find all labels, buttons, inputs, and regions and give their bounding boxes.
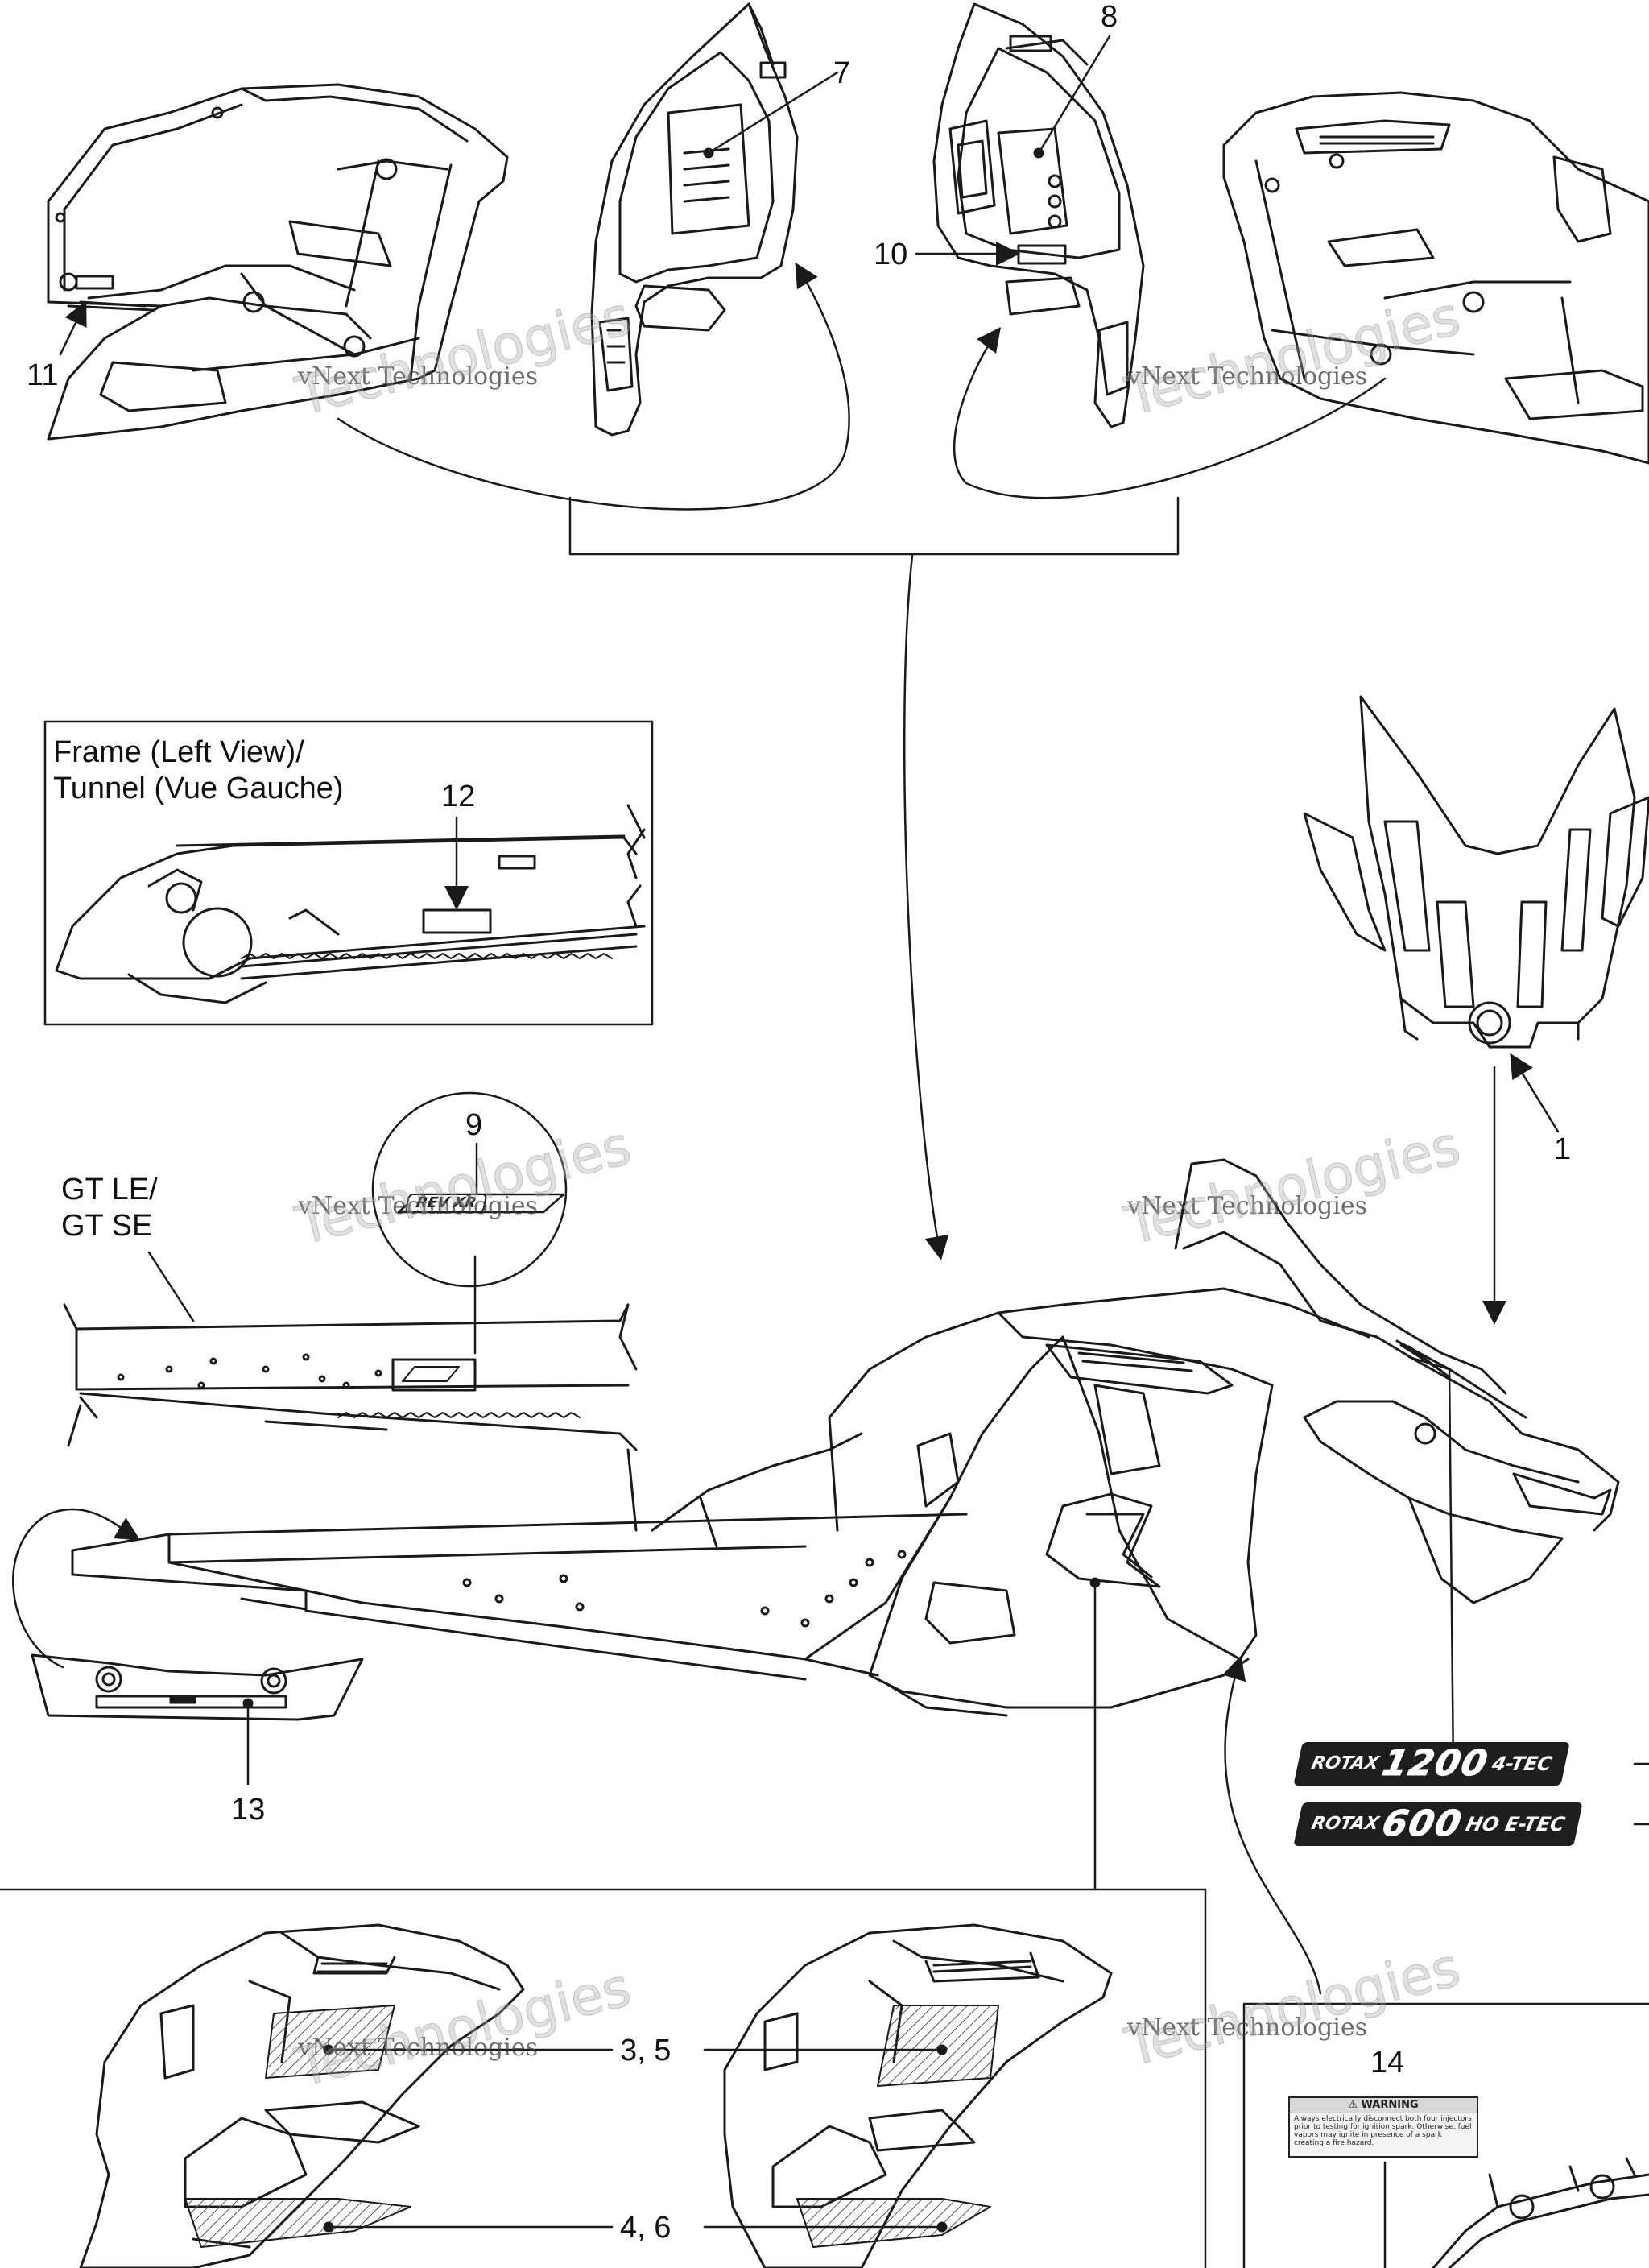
engine-decal-1200-suffix: 4-TEC	[1490, 1753, 1555, 1775]
frame-tunnel-drawing	[55, 804, 646, 1004]
callout-10: 10	[874, 238, 908, 271]
bottom-right-panel	[723, 1923, 1113, 2268]
top-left-side-panel	[47, 83, 509, 441]
snowmobile-main-drawing	[71, 1158, 1620, 1717]
engine-decal-600-prefix: ROTAX	[1309, 1814, 1381, 1834]
model-label-line2: GT SE	[61, 1208, 153, 1243]
leader-8	[1037, 35, 1111, 155]
leader-7	[707, 71, 839, 155]
gt-tunnel-drawing	[63, 1303, 638, 1451]
callout-8: 8	[1101, 0, 1118, 34]
engine-decal-600-suffix: HO E-TEC	[1463, 1813, 1567, 1836]
engine-decal-600: ROTAX 600 HO E-TEC	[1293, 1802, 1583, 1846]
leader-1	[1510, 1053, 1560, 1133]
frame-view-title-line2: Tunnel (Vue Gauche)	[53, 771, 344, 805]
detail-circle-9	[371, 1091, 568, 1288]
decal-9: REV XR	[404, 1194, 488, 1213]
leader-curve-left	[337, 262, 850, 511]
leader-11	[59, 300, 87, 356]
model-label: GT LE/ GT SE	[61, 1172, 158, 1244]
leader-engine-decal	[1407, 1355, 1455, 1773]
callout-12: 12	[441, 780, 476, 813]
callout-4-6: 4, 6	[620, 2211, 672, 2245]
warning-label-heading: ⚠ WARNING	[1290, 2098, 1477, 2114]
leader-curve-right	[953, 326, 1387, 499]
fuel-rail-drawing	[1432, 2157, 1649, 2268]
top-inner-panel-left	[590, 2, 799, 437]
callout-7: 7	[833, 56, 851, 90]
bottom-box-frame	[0, 1888, 1207, 2268]
group-bracket	[568, 496, 1180, 556]
leader-gtle	[147, 1251, 195, 1322]
decal-9-text: REV XR	[414, 1194, 478, 1211]
callout-9: 9	[465, 1108, 483, 1142]
callout-13: 13	[231, 1793, 266, 1827]
frame-view-title-line1: Frame (Left View)/	[53, 735, 304, 769]
warning-box-frame	[1242, 2002, 1649, 2268]
callout-11: 11	[27, 358, 59, 392]
rear-flap-13	[31, 1653, 364, 1721]
engine-decal-600-number: 600	[1378, 1803, 1467, 1845]
callout-1: 1	[1554, 1132, 1572, 1166]
nose-panel-1	[1303, 695, 1649, 1049]
engine-decal-1200: ROTAX 1200 4-TEC	[1293, 1742, 1570, 1786]
leader-to-rear	[12, 1508, 141, 1669]
frame-view-title: Frame (Left View)/ Tunnel (Vue Gauche)	[53, 735, 344, 807]
model-label-line1: GT LE/	[61, 1173, 158, 1206]
callout-14: 14	[1370, 2046, 1405, 2080]
engine-decal-1200-prefix: ROTAX	[1309, 1753, 1381, 1773]
engine-decal-1200-number: 1200	[1378, 1743, 1493, 1785]
frame-view-box	[43, 720, 654, 1026]
callout-3-5: 3, 5	[620, 2034, 672, 2067]
warning-label-14: ⚠ WARNING Always electrically disconnect…	[1288, 2096, 1478, 2158]
bracket-to-sled-curve	[903, 554, 949, 1260]
warning-label-body: Always electrically disconnect both four…	[1294, 2115, 1472, 2147]
top-right-side-panel	[1222, 91, 1649, 465]
bottom-left-panel	[79, 1923, 525, 2268]
top-inner-panel-right	[932, 2, 1145, 428]
leader-curve-14	[1222, 1655, 1322, 1995]
